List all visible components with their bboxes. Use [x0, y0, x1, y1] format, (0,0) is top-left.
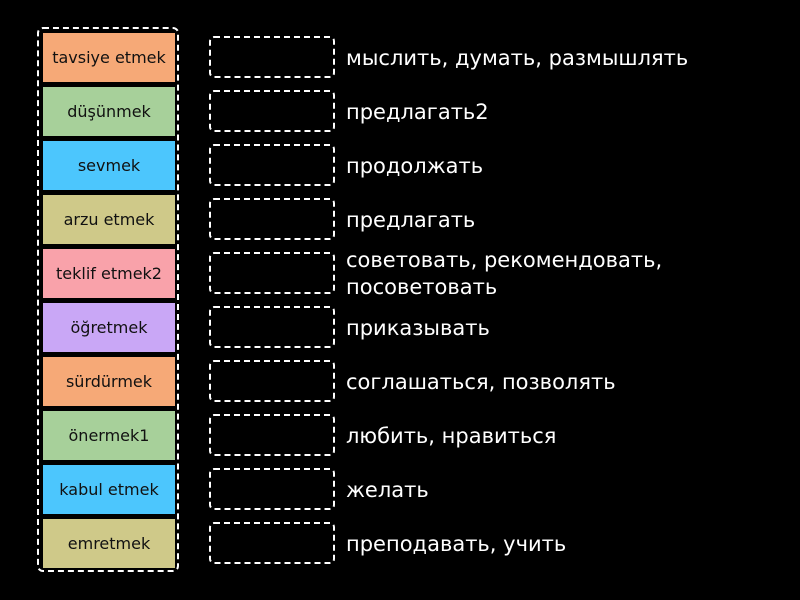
definition-text: соглашаться, позволять [346, 369, 616, 394]
draggable-card[interactable]: sürdürmek [43, 357, 175, 406]
definition-text: приказывать [346, 315, 490, 340]
drop-slot[interactable] [209, 468, 335, 510]
draggable-card[interactable]: kabul etmek [43, 465, 175, 514]
drop-slot[interactable] [209, 36, 335, 78]
definition-text: продолжать [346, 153, 484, 178]
drop-slot[interactable] [209, 252, 335, 294]
definition-text: любить, нравиться [346, 423, 557, 448]
draggable-card[interactable]: arzu etmek [43, 195, 175, 244]
drop-slot[interactable] [209, 144, 335, 186]
drop-slot[interactable] [209, 522, 335, 564]
draggable-card[interactable]: sevmek [43, 141, 175, 190]
definition-text: предлагать2 [346, 99, 489, 124]
definition-text: предлагать [346, 207, 476, 232]
draggable-card[interactable]: teklif etmek2 [43, 249, 175, 298]
drop-slot[interactable] [209, 198, 335, 240]
draggable-card[interactable]: tavsiye etmek [43, 33, 175, 82]
definition-text: советовать, рекомендовать, посоветовать [346, 248, 663, 299]
drop-slot[interactable] [209, 360, 335, 402]
draggable-card[interactable]: öğretmek [43, 303, 175, 352]
definition-text: желать [346, 477, 429, 502]
drop-slot[interactable] [209, 306, 335, 348]
drop-slot[interactable] [209, 414, 335, 456]
draggable-card[interactable]: önermek1 [43, 411, 175, 460]
definition-text: мыслить, думать, размышлять [346, 45, 689, 70]
card-bank [37, 27, 179, 572]
drop-slot[interactable] [209, 90, 335, 132]
draggable-card[interactable]: düşünmek [43, 87, 175, 136]
draggable-card[interactable]: emretmek [43, 519, 175, 568]
definition-text: преподавать, учить [346, 531, 567, 556]
